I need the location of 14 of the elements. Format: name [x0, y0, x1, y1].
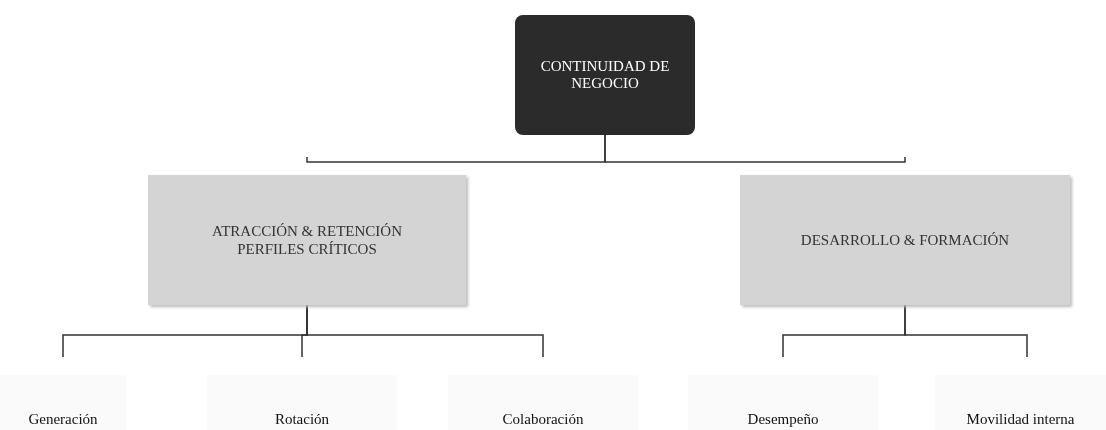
connector-line [604, 134, 906, 163]
box-label: ATRACCIÓN & RETENCIÓN PERFILES CRÍTICOS [211, 222, 403, 258]
leaf-label: Movilidad interna [966, 411, 1075, 428]
connector-line [904, 304, 1028, 358]
leaf-label: Desempeño [747, 411, 819, 428]
leaf-label: Generación [28, 411, 98, 428]
connector-line [306, 304, 544, 358]
box-label: CONTINUIDAD DE NEGOCIO [540, 57, 670, 93]
category-box [740, 175, 1070, 305]
box-label: DESARROLLO & FORMACIÓN [800, 231, 1010, 249]
category-box [148, 175, 466, 305]
leaf-label: Rotación [274, 411, 330, 428]
root-box [515, 15, 695, 135]
leaf-label: Colaboración [502, 411, 584, 428]
